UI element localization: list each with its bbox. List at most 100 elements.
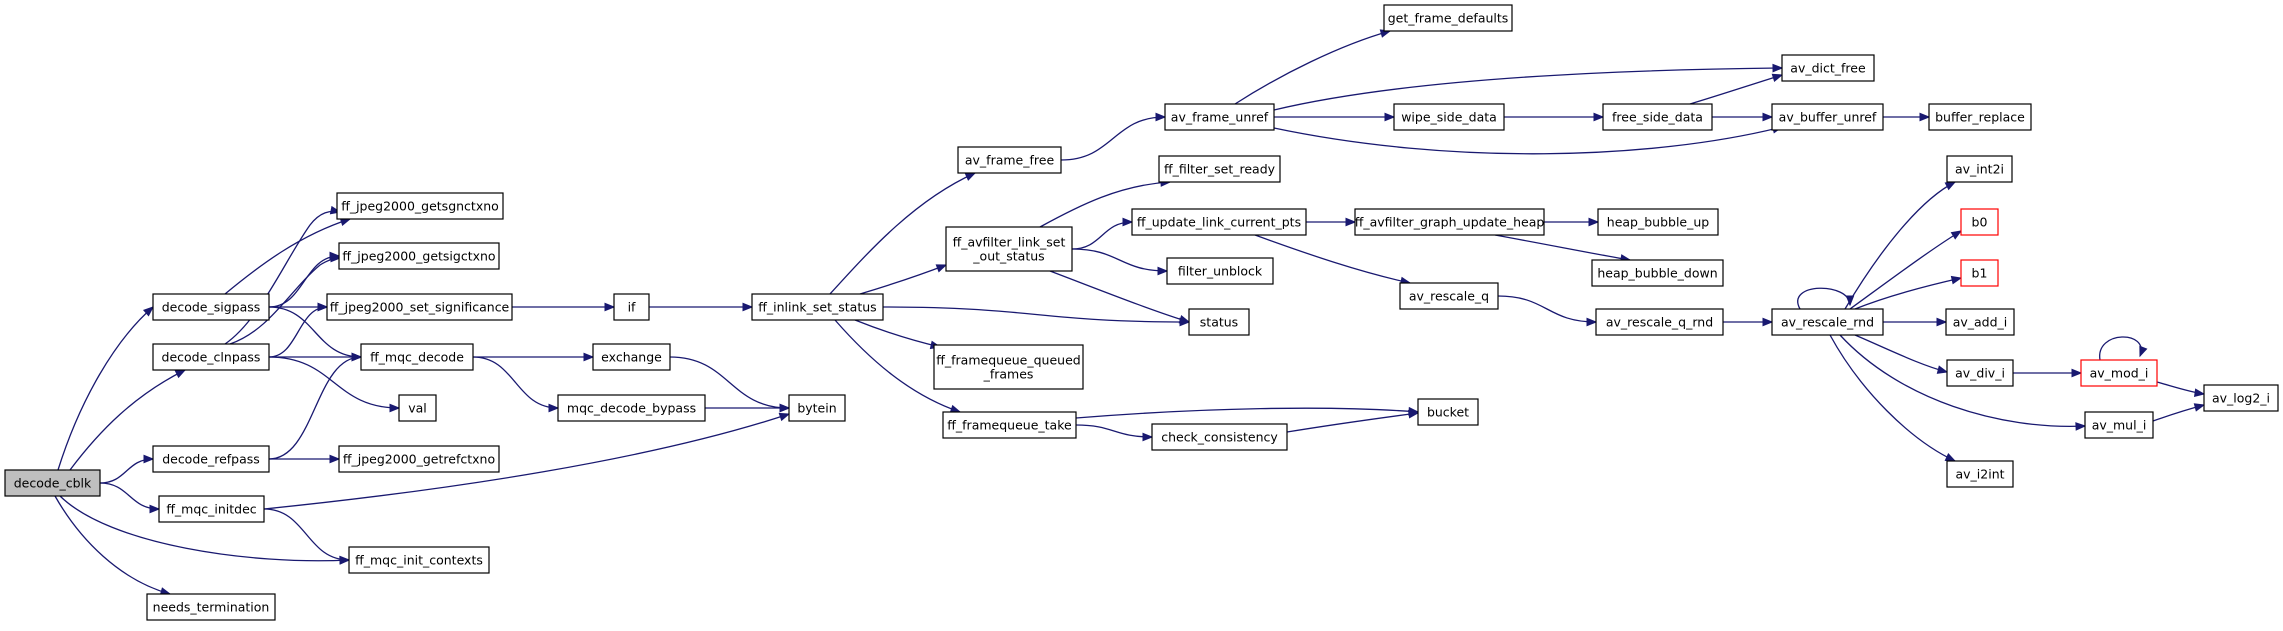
arrowhead [1408, 409, 1420, 419]
arrowhead [143, 454, 155, 464]
node-av_log2_i[interactable]: av_log2_i [2203, 384, 2279, 412]
edge-line [268, 356, 362, 460]
edge-av_rescale_rnd-to-av_mul_i [1839, 334, 2087, 431]
node-av_rescale_q[interactable]: av_rescale_q [1399, 282, 1499, 310]
node-label: decode_sigpass [162, 300, 261, 315]
node-mqc_decode_bypass[interactable]: mqc_decode_bypass [557, 394, 706, 422]
node-update_link_current_pts[interactable]: ff_update_link_current_pts [1131, 208, 1307, 236]
node-if[interactable]: if [613, 293, 650, 321]
node-av_add_i[interactable]: av_add_i [1945, 308, 2015, 336]
node-av_rescale_rnd[interactable]: av_rescale_rnd [1771, 308, 1884, 336]
arrowhead [964, 172, 977, 181]
edge-line [1854, 334, 1948, 373]
edge-av_rescale_q-to-av_rescale_q_rnd [1497, 295, 1598, 327]
arrowhead [1772, 63, 1784, 73]
node-b0[interactable]: b0 [1960, 208, 1999, 236]
node-av_mod_i[interactable]: av_mod_i [2080, 359, 2158, 387]
edge-ff_mqc_decode-to-exchange [473, 352, 595, 362]
node-box [1597, 208, 1719, 236]
arrowhead [1157, 266, 1169, 276]
node-av_frame_free[interactable]: av_frame_free [957, 146, 1062, 174]
edge-line [859, 264, 947, 295]
node-getrefctxno[interactable]: ff_jpeg2000_getrefctxno [338, 445, 500, 473]
node-av_i2int[interactable]: av_i2int [1946, 460, 2014, 488]
node-decode_refpass[interactable]: decode_refpass [152, 445, 270, 473]
node-heap_bubble_down[interactable]: heap_bubble_down [1591, 259, 1724, 287]
node-label: ff_jpeg2000_set_significance [330, 300, 510, 315]
edge-decode_clnpass-to-ff_mqc_decode [269, 352, 363, 362]
node-label: av_log2_i [2212, 391, 2270, 406]
node-get_frame_defaults[interactable]: get_frame_defaults [1383, 4, 1513, 32]
node-getsgnctxno[interactable]: ff_jpeg2000_getsgnctxno [336, 192, 504, 220]
node-ff_mqc_decode[interactable]: ff_mqc_decode [360, 343, 474, 371]
edge-line [1075, 407, 1419, 419]
node-status[interactable]: status [1188, 308, 1250, 336]
edge-line [1689, 74, 1783, 105]
arrowhead [1944, 181, 1957, 191]
edge-line [1234, 30, 1391, 105]
node-box [1188, 308, 1250, 336]
edge-line [2099, 336, 2142, 361]
node-decode_sigpass[interactable]: decode_sigpass [152, 293, 270, 321]
node-framequeue_take[interactable]: ff_framequeue_take [942, 411, 1077, 439]
node-av_frame_unref[interactable]: av_frame_unref [1164, 103, 1275, 131]
node-bytein[interactable]: bytein [788, 394, 846, 422]
node-av_int2i[interactable]: av_int2i [1946, 155, 2013, 183]
node-filter_set_ready[interactable]: ff_filter_set_ready [1158, 155, 1281, 183]
node-ff_mqc_initdec[interactable]: ff_mqc_initdec [158, 495, 265, 523]
node-av_dict_free[interactable]: av_dict_free [1781, 54, 1875, 82]
arrowhead [142, 306, 155, 317]
node-framequeue_queued_frames[interactable]: ff_framequeue_queued_frames [933, 344, 1084, 390]
edge-line [1849, 230, 1962, 310]
node-av_buffer_unref[interactable]: av_buffer_unref [1771, 103, 1884, 131]
edge-update_link_current_pts-to-av_rescale_q [1254, 234, 1412, 286]
node-free_side_data[interactable]: free_side_data [1602, 103, 1713, 131]
node-label: b1 [1972, 266, 1988, 281]
edge-link_set_out_status-to-filter_unblock [1071, 248, 1169, 276]
node-link_set_out_status[interactable]: ff_avfilter_link_set_out_status [945, 226, 1073, 272]
node-val[interactable]: val [398, 394, 437, 422]
node-label: get_frame_defaults [1388, 11, 1509, 26]
edge-av_buffer_unref-to-buffer_replace [1883, 112, 1931, 122]
node-heap_bubble_up[interactable]: heap_bubble_up [1597, 208, 1719, 236]
node-av_mul_i[interactable]: av_mul_i [2084, 411, 2154, 439]
edge-line [1039, 181, 1171, 228]
node-label: heap_bubble_down [1597, 266, 1717, 281]
node-box [1946, 155, 2013, 183]
node-ff_inlink_set_status[interactable]: ff_inlink_set_status [751, 293, 884, 321]
node-av_div_i[interactable]: av_div_i [1946, 359, 2014, 387]
node-wipe_side_data[interactable]: wipe_side_data [1393, 103, 1505, 131]
arrowhead [317, 302, 329, 312]
node-set_significance[interactable]: ff_jpeg2000_set_significance [326, 293, 513, 321]
arrowhead [1122, 217, 1134, 227]
node-decode_clnpass[interactable]: decode_clnpass [152, 343, 270, 371]
node-label: b0 [1972, 215, 1988, 230]
arrowhead [1936, 317, 1948, 327]
node-label: ff_inlink_set_status [758, 300, 876, 315]
node-decode_cblk[interactable]: decode_cblk [4, 469, 101, 497]
node-bucket[interactable]: bucket [1417, 398, 1479, 426]
node-filter_unblock[interactable]: filter_unblock [1166, 257, 1274, 285]
node-label: av_mul_i [2092, 418, 2147, 433]
node-av_rescale_q_rnd[interactable]: av_rescale_q_rnd [1595, 308, 1724, 336]
node-box [1771, 103, 1884, 131]
node-needs_termination[interactable]: needs_termination [146, 593, 276, 621]
node-label: free_side_data [1612, 110, 1703, 125]
node-exchange[interactable]: exchange [592, 343, 671, 371]
node-label: ff_mqc_initdec [166, 502, 256, 517]
node-b1[interactable]: b1 [1960, 259, 1999, 287]
node-check_consistency[interactable]: check_consistency [1151, 423, 1288, 451]
edge-line [268, 255, 340, 308]
edge-graph_update_heap-to-heap_bubble_up [1544, 217, 1600, 227]
node-label: ff_avfilter_graph_update_heap [1355, 215, 1545, 230]
edge-ff_inlink_set_status-to-status [882, 306, 1191, 327]
node-getsigctxno[interactable]: ff_jpeg2000_getsigctxno [338, 242, 500, 270]
node-label: ff_update_link_current_pts [1137, 215, 1301, 230]
node-graph_update_heap[interactable]: ff_avfilter_graph_update_heap [1354, 208, 1545, 236]
node-label: check_consistency [1161, 430, 1278, 445]
arrowhead [1155, 112, 1167, 122]
node-box [2080, 359, 2158, 387]
node-buffer_replace[interactable]: buffer_replace [1928, 103, 2032, 131]
node-init_contexts[interactable]: ff_mqc_init_contexts [348, 546, 490, 574]
